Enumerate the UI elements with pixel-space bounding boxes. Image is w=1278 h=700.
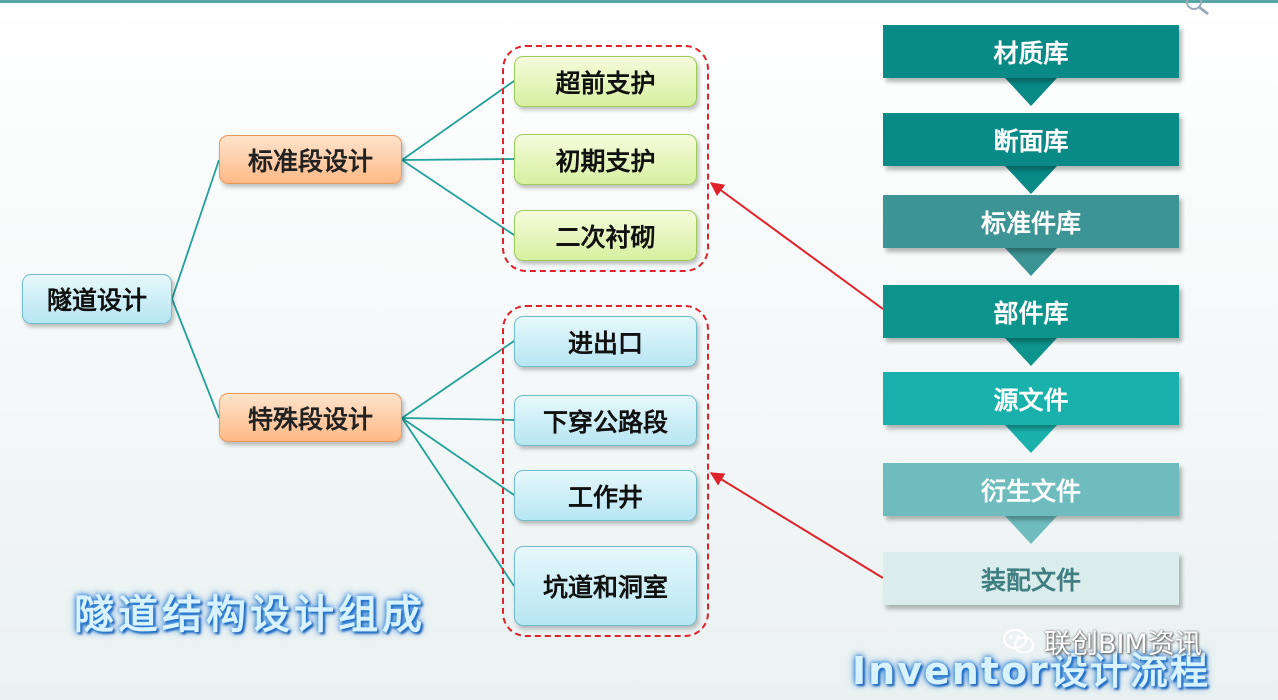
link-special-child-2	[401, 417, 515, 421]
flow-step-source-file: 源文件	[883, 372, 1179, 425]
leaf-initial-support: 初期支护	[514, 134, 697, 185]
flow-step-component-library: 部件库	[883, 285, 1179, 338]
flow-arrow-4	[1005, 338, 1057, 366]
link-special-child-3	[401, 417, 515, 496]
branch-special-node: 特殊段设计	[219, 393, 402, 442]
flow-step-material-library: 材质库	[883, 25, 1179, 78]
flow-step-derived-file: 衍生文件	[883, 463, 1179, 516]
link-root-special	[171, 298, 220, 419]
flow-arrow-5	[1005, 425, 1057, 453]
watermark-text: 联创BIM资讯	[1044, 629, 1202, 660]
link-standard-child-1	[401, 80, 515, 161]
wechat-icon	[1002, 628, 1035, 654]
link-special-child-4	[401, 417, 515, 587]
root-node: 隧道设计	[22, 274, 172, 324]
arrow-to-special-group	[709, 472, 884, 579]
branch-standard-node: 标准段设计	[219, 135, 402, 184]
link-standard-child-3	[401, 159, 515, 236]
leaf-portal: 进出口	[514, 316, 697, 367]
link-root-standard	[171, 159, 220, 300]
flow-step-standard-part-library: 标准件库	[883, 195, 1179, 248]
top-border	[0, 0, 1278, 3]
arrow-to-standard-group	[709, 182, 884, 310]
special-section-group	[502, 305, 709, 637]
flow-arrow-1	[1005, 78, 1057, 106]
flow-arrow-6	[1005, 516, 1057, 544]
standard-section-group	[502, 45, 709, 272]
flow-step-section-library: 断面库	[883, 113, 1179, 166]
watermark: 联创BIM资讯	[1002, 622, 1202, 661]
title-tunnel-structure: 隧道结构设计组成	[74, 592, 426, 638]
flow-step-assembly-file: 装配文件	[883, 552, 1179, 605]
leaf-work-shaft: 工作井	[514, 470, 697, 521]
leaf-underpass-road: 下穿公路段	[514, 395, 697, 446]
flow-arrow-2	[1005, 166, 1057, 194]
flow-arrow-3	[1005, 248, 1057, 276]
leaf-advance-support: 超前支护	[514, 56, 697, 107]
link-standard-child-2	[401, 158, 515, 161]
leaf-adit-chamber: 坑道和洞室	[514, 546, 697, 626]
corner-search-icon	[1186, 0, 1209, 16]
leaf-secondary-lining: 二次衬砌	[514, 210, 697, 261]
title-inventor-process: Inventor设计流程	[852, 649, 1210, 693]
link-special-child-1	[401, 340, 515, 419]
